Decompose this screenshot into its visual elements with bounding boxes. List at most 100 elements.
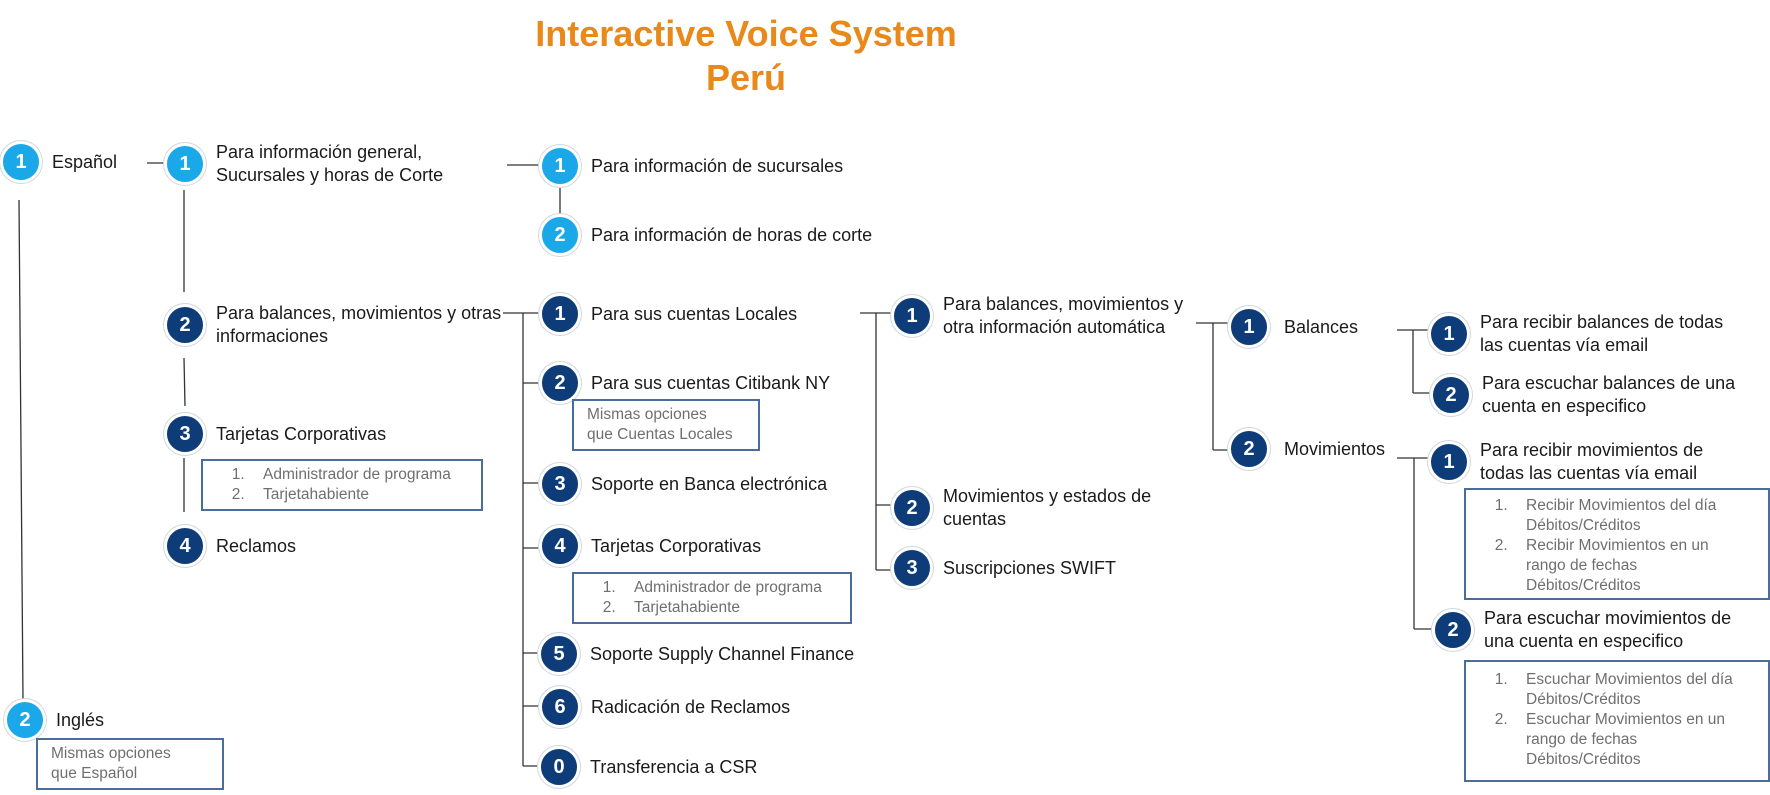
number-badge: 2 bbox=[539, 214, 581, 256]
label-line-2: una cuenta en especifico bbox=[1484, 631, 1684, 651]
note-box-tarjetas: Administrador de programa Tarjetahabient… bbox=[201, 459, 483, 511]
note-box-tarjetas-3: Administrador de programa Tarjetahabient… bbox=[572, 572, 852, 624]
option-label: Para escuchar balances de una cuenta en … bbox=[1482, 372, 1735, 418]
option-info-automatica: 1 Para balances, movimientos y otra info… bbox=[891, 293, 1183, 339]
option-label: Para sus cuentas Citibank NY bbox=[591, 372, 831, 393]
number-badge: 1 bbox=[539, 293, 581, 335]
list-item: Recibir Movimientos en un rango de fecha… bbox=[1512, 536, 1758, 596]
note-line-1: Mismas opciones bbox=[587, 406, 707, 423]
option-label: Soporte Supply Channel Finance bbox=[590, 643, 855, 664]
item-line: Recibir Movimientos del día bbox=[1526, 497, 1717, 514]
option-radicacion-reclamos: 6 Radicación de Reclamos bbox=[539, 686, 790, 728]
label-line-2: todas las cuentas vía email bbox=[1480, 463, 1698, 483]
note-box-movimientos-escuchar: Escuchar Movimientos del día Débitos/Cré… bbox=[1464, 660, 1770, 782]
number-badge: 2 bbox=[1228, 428, 1270, 470]
option-info-sucursales: 1 Para información de sucursales bbox=[539, 145, 843, 187]
list-item: Escuchar Movimientos del día Débitos/Cré… bbox=[1512, 670, 1758, 710]
option-movimientos-escuchar: 2 Para escuchar movimientos de una cuent… bbox=[1432, 607, 1731, 653]
option-label: Transferencia a CSR bbox=[590, 756, 758, 777]
number-badge: 2 bbox=[891, 487, 933, 529]
option-label: Radicación de Reclamos bbox=[591, 696, 791, 717]
option-label: Para balances, movimientos y otra inform… bbox=[943, 293, 1183, 339]
label-line-1: Para balances, movimientos y otras bbox=[216, 303, 502, 323]
list-item: Administrador de programa bbox=[249, 465, 471, 485]
option-balances: 1 Balances bbox=[1228, 306, 1358, 348]
option-label: Balances bbox=[1284, 316, 1359, 337]
note-line-2: que Cuentas Locales bbox=[587, 426, 733, 443]
option-label: Inglés bbox=[56, 709, 105, 730]
option-info-horas: 2 Para información de horas de corte bbox=[539, 214, 872, 256]
number-badge: 2 bbox=[4, 699, 46, 741]
label-line-2: Sucursales y horas de Corte bbox=[216, 165, 444, 185]
item-line: Débitos/Créditos bbox=[1526, 691, 1641, 708]
item-line: rango de fechas bbox=[1526, 731, 1638, 748]
number-badge: 4 bbox=[164, 525, 206, 567]
number-badge: 1 bbox=[0, 141, 42, 183]
option-movimientos-email: 1 Para recibir movimientos de todas las … bbox=[1428, 439, 1703, 485]
number-badge: 4 bbox=[539, 525, 581, 567]
option-espanol: 1 Español bbox=[0, 141, 117, 183]
number-badge: 1 bbox=[891, 295, 933, 337]
list-item: Administrador de programa bbox=[620, 578, 840, 598]
option-label: Tarjetas Corporativas bbox=[591, 535, 762, 556]
label-line-1: Para escuchar balances de una bbox=[1482, 373, 1736, 393]
number-badge: 2 bbox=[1430, 374, 1472, 416]
label-line-2: otra información automática bbox=[943, 317, 1166, 337]
number-badge: 2 bbox=[1432, 609, 1474, 651]
option-label: Para información general, Sucursales y h… bbox=[216, 141, 443, 187]
label-line-2: las cuentas vía email bbox=[1480, 335, 1649, 355]
label-line-2: informaciones bbox=[216, 326, 329, 346]
number-badge: 5 bbox=[538, 633, 580, 675]
list-item: Tarjetahabiente bbox=[620, 598, 840, 618]
note-line-1: Mismas opciones bbox=[51, 745, 171, 762]
option-label: Soporte en Banca electrónica bbox=[591, 473, 828, 494]
number-badge: 1 bbox=[1428, 441, 1470, 483]
number-badge: 2 bbox=[164, 304, 206, 346]
option-ingles: 2 Inglés bbox=[4, 699, 104, 741]
option-balances-email: 1 Para recibir balances de todas las cue… bbox=[1428, 311, 1723, 357]
item-line: Débitos/Créditos bbox=[1526, 517, 1641, 534]
option-cuentas-citibank: 2 Para sus cuentas Citibank NY bbox=[539, 362, 830, 404]
item-line: rango de fechas bbox=[1526, 557, 1638, 574]
number-badge: 6 bbox=[539, 686, 581, 728]
number-badge: 1 bbox=[539, 145, 581, 187]
note-line-2: que Español bbox=[51, 765, 138, 782]
option-label: Español bbox=[52, 151, 118, 172]
label-line-1: Para balances, movimientos y bbox=[943, 294, 1184, 314]
list-item: Tarjetahabiente bbox=[249, 485, 471, 505]
option-label: Reclamos bbox=[216, 535, 297, 556]
item-line: Escuchar Movimientos del día bbox=[1526, 671, 1733, 688]
number-badge: 3 bbox=[891, 547, 933, 589]
option-label: Movimientos y estados de cuentas bbox=[943, 485, 1151, 531]
item-line: Escuchar Movimientos en un bbox=[1526, 711, 1726, 728]
option-info-general: 1 Para información general, Sucursales y… bbox=[164, 141, 443, 187]
option-label: Tarjetas Corporativas bbox=[216, 423, 387, 444]
list-item: Recibir Movimientos del día Débitos/Créd… bbox=[1512, 496, 1758, 536]
number-badge: 1 bbox=[1428, 313, 1470, 355]
list-item: Escuchar Movimientos en un rango de fech… bbox=[1512, 710, 1758, 770]
option-movimientos: 2 Movimientos bbox=[1228, 428, 1385, 470]
label-line-1: Para recibir balances de todas bbox=[1480, 312, 1724, 332]
note-box-ingles: Mismas opciones que Español bbox=[36, 738, 224, 790]
number-badge: 2 bbox=[539, 362, 581, 404]
number-badge: 1 bbox=[1228, 306, 1270, 348]
option-cuentas-locales: 1 Para sus cuentas Locales bbox=[539, 293, 797, 335]
title-line-2: Perú bbox=[705, 57, 787, 98]
note-box-movimientos-email: Recibir Movimientos del día Débitos/Créd… bbox=[1464, 488, 1770, 600]
option-movimientos-estados: 2 Movimientos y estados de cuentas bbox=[891, 485, 1151, 531]
option-soporte-banca: 3 Soporte en Banca electrónica bbox=[539, 463, 827, 505]
label-line-2: cuenta en especifico bbox=[1482, 396, 1647, 416]
option-label: Para recibir movimientos de todas las cu… bbox=[1480, 439, 1703, 485]
option-label: Para sus cuentas Locales bbox=[591, 303, 798, 324]
option-label: Para balances, movimientos y otras infor… bbox=[216, 302, 501, 348]
option-balances-escuchar: 2 Para escuchar balances de una cuenta e… bbox=[1430, 372, 1735, 418]
number-badge: 3 bbox=[539, 463, 581, 505]
label-line-1: Movimientos y estados de bbox=[943, 486, 1152, 506]
option-label: Para información de horas de corte bbox=[591, 224, 873, 245]
number-badge: 1 bbox=[164, 143, 206, 185]
option-label: Suscripciones SWIFT bbox=[943, 557, 1117, 578]
item-line: Débitos/Créditos bbox=[1526, 577, 1641, 594]
diagram-title: Interactive Voice System Perú bbox=[0, 12, 1492, 100]
option-suscripciones-swift: 3 Suscripciones SWIFT bbox=[891, 547, 1116, 589]
